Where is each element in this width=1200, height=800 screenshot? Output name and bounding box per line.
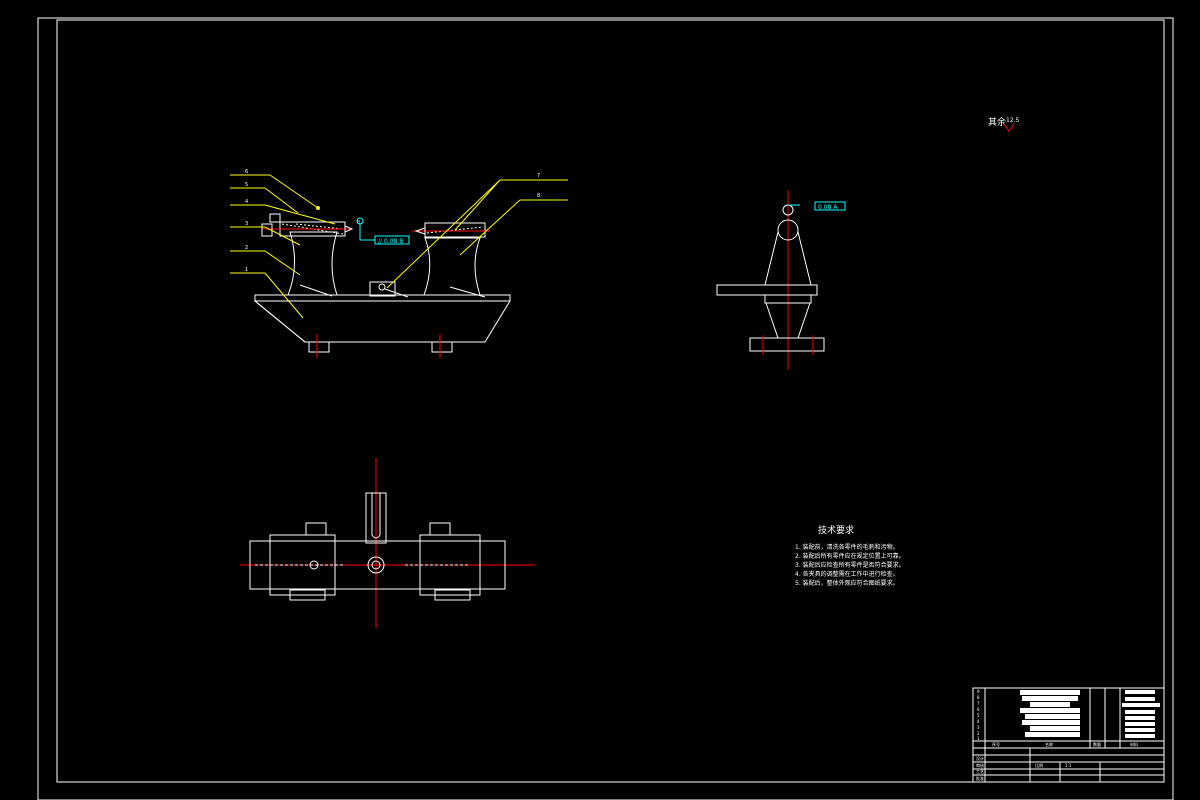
side-view: 0.08 A xyxy=(716,190,846,370)
title-info-label: 批准 xyxy=(976,775,984,781)
bom-header: 材料 xyxy=(1130,741,1138,747)
balloon-label: 1 xyxy=(245,267,248,273)
bom-row-num: 1 xyxy=(977,736,980,741)
tech-item: 4. 各夹具的调整需在工作中进行检查。 xyxy=(795,570,899,578)
tolerance-box-front xyxy=(374,235,410,245)
tech-item: 2. 装配后所有零件应在规定位置上可靠。 xyxy=(795,552,905,560)
roughness-symbol xyxy=(1003,123,1015,132)
bom-row-num: 4 xyxy=(977,719,980,724)
bom-row-num: 2 xyxy=(977,731,980,736)
title-info-label: 工艺 xyxy=(976,769,984,774)
balloon-label: 3 xyxy=(245,221,248,227)
balloon-label: 2 xyxy=(245,245,248,251)
tech-item: 5. 装配后，整体外观应符合图纸要求。 xyxy=(795,579,899,587)
bom-header: 名称 xyxy=(1045,741,1053,747)
surface-value: 12.5 xyxy=(1006,117,1020,124)
balloon-label: 6 xyxy=(245,169,248,175)
technical-requirements: 技术要求 1. 装配前，清洗各零件的毛刺和污物。 2. 装配后所有零件应在规定位… xyxy=(795,524,905,587)
bom-row-num: 6 xyxy=(977,707,980,712)
bom-header: 数量 xyxy=(1093,741,1101,747)
balloon-label: 4 xyxy=(245,199,248,205)
bom-row-num: 8 xyxy=(977,695,980,700)
tolerance-front-text: // 0.08 B xyxy=(378,238,403,245)
leaders-right: 7 8 xyxy=(386,173,568,289)
bom-row-num: 3 xyxy=(977,725,980,730)
surface-note: 其余 xyxy=(988,116,1006,128)
title-info-label: 设计 xyxy=(976,755,984,761)
balloon-label: 7 xyxy=(537,173,540,179)
tech-item: 3. 装配后应检查所有零件是否符合要求。 xyxy=(795,561,905,569)
bom-row-num: 5 xyxy=(977,713,980,718)
tech-title: 技术要求 xyxy=(818,524,854,536)
tech-item: 1. 装配前，清洗各零件的毛刺和污物。 xyxy=(795,543,899,551)
inner-border xyxy=(56,19,1165,783)
bom-row-num: 7 xyxy=(977,701,980,706)
bom-row-num: 9 xyxy=(977,689,980,694)
balloon-label: 8 xyxy=(537,193,540,199)
title-info-label: 审核 xyxy=(976,762,984,768)
scale-value: 1:1 xyxy=(1065,763,1072,768)
balloon-label: 5 xyxy=(245,182,248,188)
tolerance-side-text: 0.08 A xyxy=(818,204,838,211)
title-block: 9 8 7 6 5 4 3 2 1 序号 名称 数量 材料 设计 审核 工艺 批… xyxy=(972,687,1165,783)
leaders-left: 6 5 4 3 2 1 xyxy=(230,169,336,319)
tolerance-box-side xyxy=(814,201,846,211)
datum-b-label: B xyxy=(357,220,361,226)
front-view: // 0.08 B B 6 5 xyxy=(230,169,568,358)
outer-border xyxy=(37,17,1174,800)
top-view xyxy=(240,458,535,628)
scale-label: 比例 xyxy=(1035,762,1043,768)
bom-header: 序号 xyxy=(992,741,1000,747)
